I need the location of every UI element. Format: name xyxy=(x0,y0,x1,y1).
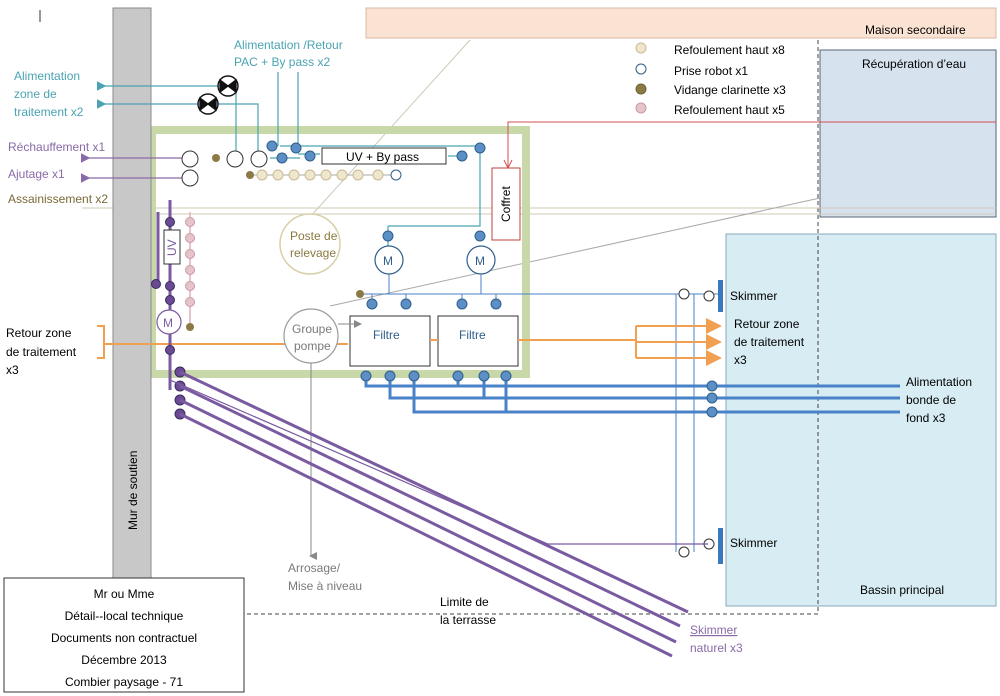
bassin-principal-label: Bassin principal xyxy=(860,583,944,597)
vidange-connector xyxy=(212,154,220,162)
legend-refoulement-8: Refoulement haut x8 xyxy=(674,43,785,57)
legend-prise-robot: Prise robot x1 xyxy=(674,64,748,78)
retour-right-label-2: de traitement xyxy=(734,335,805,349)
valve-icon xyxy=(197,75,239,115)
assainissement-label: Assainissement x2 xyxy=(8,192,108,206)
alim-zone-label-2: zone de xyxy=(14,87,57,101)
legend-prise-robot-swatch xyxy=(635,63,647,75)
info-line: Détail--local technique xyxy=(65,609,184,623)
info-line: Décembre 2013 xyxy=(81,653,167,667)
poste-relevage-label-2: relevage xyxy=(290,246,336,260)
recuperation-eau-label: Récupération d’eau xyxy=(862,57,966,71)
mur-de-soutien-label: Mur de soutien xyxy=(126,451,140,530)
skimmer-naturel-label-2: naturel x3 xyxy=(690,641,743,655)
legend-vidange: Vidange clarinette x3 xyxy=(674,83,786,97)
pink-nodes xyxy=(185,217,195,307)
rechauffement-label: Réchauffement x1 xyxy=(8,140,105,154)
retour-left-label-1: Retour zone xyxy=(6,326,72,340)
skimmer-connector xyxy=(678,288,690,300)
info-line: Mr ou Mme xyxy=(94,587,155,601)
maison-secondaire-label: Maison secondaire xyxy=(865,23,966,37)
skimmer-connector xyxy=(703,290,715,302)
pump-motor xyxy=(156,309,182,335)
skimmer-naturel-pipes xyxy=(179,370,689,658)
alim-zone-label-1: Alimentation xyxy=(14,69,80,83)
skimmer-connector xyxy=(678,546,690,558)
uv-small-label: UV xyxy=(165,239,179,256)
local-technique-frame xyxy=(148,126,530,378)
vidange-connector xyxy=(186,323,194,331)
retour-left-label-3: x3 xyxy=(6,363,19,377)
wall-connectors xyxy=(181,150,268,187)
coffret-box xyxy=(491,167,521,241)
arrosage-label-2: Mise à niveau xyxy=(288,579,362,593)
poste-relevage xyxy=(279,213,341,275)
legend-vidange-swatch xyxy=(635,83,647,95)
pump-motor-label: M xyxy=(475,254,485,268)
maison-secondaire-band xyxy=(365,7,997,39)
groupe-pompe-label-2: pompe xyxy=(294,339,331,353)
prise-robot-connector xyxy=(390,169,402,181)
blue-valve-nodes xyxy=(360,370,718,418)
legend-refoulement-5: Refoulement haut x5 xyxy=(674,103,785,117)
info-box xyxy=(3,577,245,693)
filtre-1 xyxy=(349,315,431,367)
alim-retour-label-1: Alimentation /Retour xyxy=(234,38,343,52)
retour-left-label-2: de traitement xyxy=(6,345,77,359)
ajutage-label: Ajutage x1 xyxy=(8,167,65,181)
alim-bonde-label-3: fond x3 xyxy=(906,411,946,425)
filtre-2 xyxy=(437,315,519,367)
alim-bonde-label-2: bonde de xyxy=(906,393,956,407)
legend-refoulement-8-swatch xyxy=(635,42,647,54)
alim-bonde-label-1: Alimentation xyxy=(906,375,972,389)
skimmer-bottom-pipe xyxy=(169,364,708,545)
alim-retour-label-2: PAC + By pass x2 xyxy=(234,55,330,69)
pump-motor-label: M xyxy=(163,316,173,330)
uv-bypass-box xyxy=(321,147,447,165)
mur-de-soutien xyxy=(112,7,152,691)
skimmer-top-label: Skimmer xyxy=(730,289,777,303)
blue-valve-nodes xyxy=(266,140,486,242)
skimmer-top-bar xyxy=(718,280,723,312)
uv-bypass-label: UV + By pass xyxy=(346,150,419,164)
limite-label-2: la terrasse xyxy=(440,613,496,627)
blue-valve-nodes xyxy=(366,298,502,310)
alim-zone-label-3: traitement x2 xyxy=(14,105,84,119)
filtre-1-label: Filtre xyxy=(373,328,400,342)
refoulement-haut-row xyxy=(248,169,396,181)
groupe-pompe-label-1: Groupe xyxy=(292,322,332,336)
retour-orange-pipes xyxy=(97,318,722,366)
retour-right-label-1: Retour zone xyxy=(734,317,800,331)
limite-label-1: Limite de xyxy=(440,595,489,609)
pump-motor-label: M xyxy=(383,254,393,268)
info-line: Combier paysage - 71 xyxy=(65,675,183,689)
arrosage-label-1: Arrosage/ xyxy=(288,561,341,575)
vidange-connector xyxy=(356,290,364,298)
terrace-limit-dashed xyxy=(246,40,819,615)
legend-refoulement-5-swatch xyxy=(635,102,647,114)
guide-line xyxy=(329,197,821,307)
poste-relevage-label-1: Poste de xyxy=(290,229,338,243)
skimmer-bottom-label: Skimmer xyxy=(730,536,777,550)
skimmer-naturel-label-1: Skimmer xyxy=(690,623,737,637)
groupe-pompe xyxy=(283,308,339,364)
retour-right-label-3: x3 xyxy=(734,353,747,367)
filtre-2-label: Filtre xyxy=(459,328,486,342)
info-line: Documents non contractuel xyxy=(51,631,197,645)
coffret-line xyxy=(507,121,996,168)
coffret-label: Coffret xyxy=(499,186,513,222)
bassin-principal xyxy=(725,233,997,607)
skimmer-bottom-bar xyxy=(718,528,723,564)
vidange-connector xyxy=(246,171,254,179)
purple-column xyxy=(156,200,172,390)
uv-small-box xyxy=(163,229,181,265)
recuperation-eau-tank xyxy=(819,49,997,218)
